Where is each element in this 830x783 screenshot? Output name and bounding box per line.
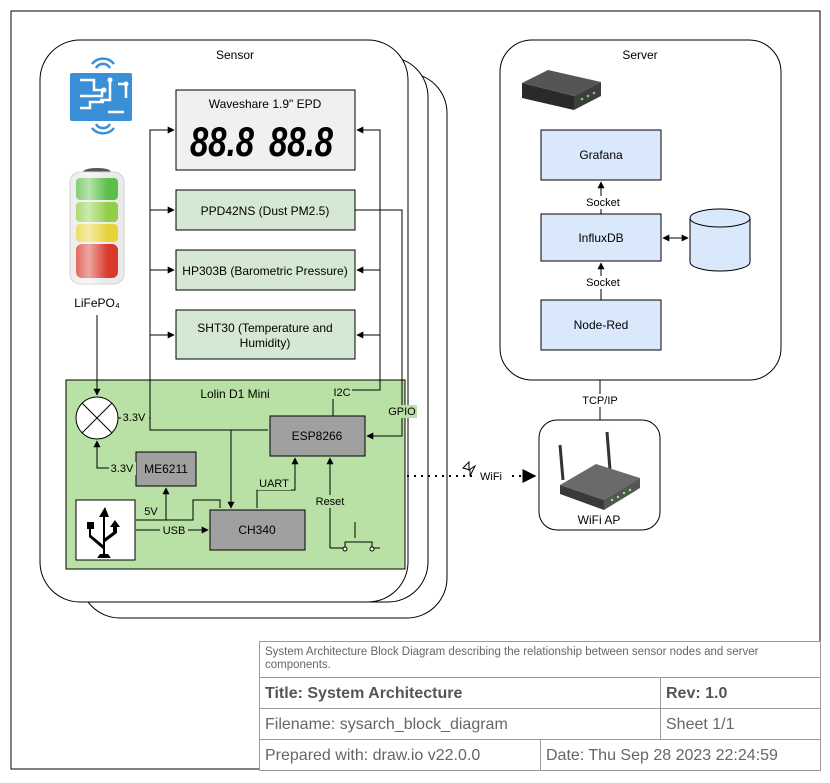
server-title: Server	[622, 48, 657, 62]
circuit-board-icon	[70, 57, 132, 135]
pressure-sensor-box	[175, 249, 356, 291]
battery-label: LiFePO₄	[74, 296, 120, 310]
esp8266-label: ESP8266	[292, 429, 343, 443]
me6211-label: ME6211	[144, 462, 188, 476]
i2c-label-bg	[332, 386, 352, 399]
epd-label: Waveshare 1.9" EPD	[209, 97, 322, 111]
battery-icon	[69, 168, 125, 285]
v5-label-bg	[143, 505, 159, 518]
ch340-label: CH340	[238, 523, 276, 537]
reset-label: Reset	[316, 496, 345, 508]
nodered-label: Node-Red	[574, 318, 629, 332]
power-junction-icon	[75, 396, 119, 440]
usb-wire-label: USB	[163, 525, 186, 537]
usb-wire-label-bg	[160, 524, 188, 537]
database-icon	[689, 208, 751, 272]
epd-digits-right: 88.8	[269, 118, 333, 165]
title-block-description: System Architecture Block Diagram descri…	[265, 646, 759, 671]
title-block-row-prepared: Prepared with: draw.io v22.0.0 Date: Thu…	[260, 739, 820, 771]
tcpip-label-bg	[582, 394, 620, 407]
grafana-box	[540, 129, 662, 181]
uart-label: UART	[259, 478, 289, 490]
epd-digits-left: 88.8	[190, 118, 254, 165]
wifi-ap-label: WiFi AP	[578, 513, 621, 527]
esp8266-box	[269, 415, 366, 457]
lolin-board-title: Lolin D1 Mini	[200, 387, 269, 401]
router-icon	[558, 431, 640, 510]
me6211-box	[135, 451, 197, 487]
v33-bottom-label: 3.3V	[111, 463, 134, 475]
title-block-sheet: Sheet 1/1	[666, 715, 735, 733]
sht30-sensor-box	[175, 309, 356, 360]
wireless-signal-icon	[462, 460, 477, 477]
v33-top-label-bg	[121, 411, 149, 424]
v33-bottom-label-bg	[109, 462, 136, 475]
gpio-label-bg	[387, 405, 417, 418]
socket-top-label: Socket	[586, 197, 620, 209]
socket-top-label-bg	[585, 196, 621, 209]
influxdb-label: InfluxDB	[578, 231, 623, 245]
sht30-label-line1: SHT30 (Temperature and	[197, 321, 332, 335]
wifi-label-bg	[477, 469, 507, 482]
dust-sensor-label: PPD42NS (Dust PM2.5)	[201, 204, 330, 218]
v5-label: 5V	[144, 506, 158, 518]
title-block-filename: Filename: sysarch_block_diagram	[260, 709, 661, 740]
title-block-rev: Rev: 1.0	[666, 684, 728, 702]
socket-bottom-label: Socket	[586, 277, 620, 289]
title-block-title: Title: System Architecture	[260, 678, 661, 709]
socket-bottom-label-bg	[585, 276, 621, 289]
grafana-label: Grafana	[579, 148, 623, 162]
tcpip-label: TCP/IP	[582, 395, 617, 407]
i2c-label: I2C	[333, 387, 350, 399]
server-container	[499, 39, 782, 381]
title-block-row-filename: Filename: sysarch_block_diagram Sheet 1/…	[260, 708, 820, 740]
title-block: System Architecture Block Diagram descri…	[259, 641, 821, 771]
nodered-box	[540, 299, 662, 351]
title-block-prepared: Prepared with: draw.io v22.0.0	[260, 740, 541, 771]
gpio-label: GPIO	[388, 406, 416, 418]
wifi-label: WiFi	[480, 471, 502, 483]
epd-display-box	[175, 89, 356, 171]
pressure-sensor-label: HP303B (Barometric Pressure)	[182, 264, 347, 278]
v33-top-label: 3.3V	[123, 412, 146, 424]
title-block-date: Date: Thu Sep 28 2023 22:24:59	[546, 746, 778, 764]
ch340-box	[209, 509, 306, 551]
usb-icon	[75, 499, 136, 561]
title-block-row-title: Title: System Architecture Rev: 1.0	[260, 677, 820, 709]
server-hardware-icon	[522, 70, 601, 110]
sensor-title: Sensor	[216, 48, 254, 62]
uart-label-bg	[257, 477, 291, 490]
reset-label-bg	[314, 495, 347, 508]
dust-sensor-box	[175, 189, 356, 231]
sht30-label-line2: Humidity)	[240, 336, 291, 350]
